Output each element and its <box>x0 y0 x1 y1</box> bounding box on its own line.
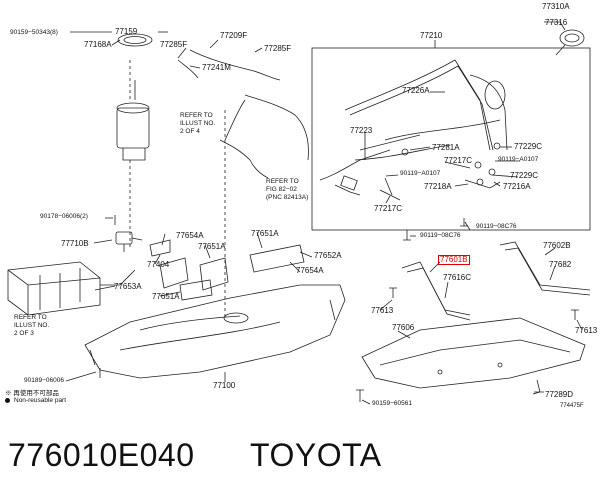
bolt-icons <box>99 215 579 402</box>
label-90159-60561[interactable]: 90159−60561 <box>372 400 412 407</box>
label-77209F[interactable]: 77209F <box>220 31 248 40</box>
label-77310A[interactable]: 77310A <box>542 2 570 11</box>
label-77651A-a[interactable]: 77651A <box>198 242 226 251</box>
label-77651A-b[interactable]: 77651A <box>251 229 279 238</box>
refer-note-fig: REFER TO FIG 82−02 (PNC 82413A) <box>266 178 308 202</box>
footer-brand: TOYOTA <box>250 437 382 473</box>
label-77710B[interactable]: 77710B <box>61 239 89 248</box>
refer-note-fig-line1: REFER TO <box>266 178 299 185</box>
legend-dot-icon <box>5 397 10 403</box>
label-77217C-a[interactable]: 77217C <box>444 156 473 165</box>
label-90119-A0107-a[interactable]: 90119−A0107 <box>498 156 539 163</box>
refer-note-pump-line3: 2 OF 4 <box>180 128 200 135</box>
label-90119-08C76-b[interactable]: 90119−08C76 <box>420 232 461 239</box>
label-77652A[interactable]: 77652A <box>314 251 342 260</box>
legend-nonreusable-text: Non-reusable part <box>14 397 67 404</box>
bracket-77404-icon <box>149 239 171 257</box>
label-77216A[interactable]: 77216A <box>503 182 531 191</box>
valve-icon <box>115 231 143 252</box>
label-77653A[interactable]: 77653A <box>114 282 142 291</box>
label-77223[interactable]: 77223 <box>350 126 373 135</box>
refer-note-canister-line2: ILLUST NO. <box>14 322 50 329</box>
legend-reusable-text: 再使用不可部品 <box>13 390 59 397</box>
label-77218A[interactable]: 77218A <box>424 182 452 191</box>
label-77229C-a[interactable]: 77229C <box>514 142 543 151</box>
label-77606[interactable]: 77606 <box>392 323 415 332</box>
label-77285F-a[interactable]: 77285F <box>160 40 188 49</box>
label-77316[interactable]: 77316 <box>545 18 568 27</box>
label-90119-08C76-a[interactable]: 90119−08C76 <box>476 223 517 230</box>
label-77241M[interactable]: 77241M <box>202 63 231 72</box>
hose-icon <box>319 149 391 196</box>
refer-note-canister-line1: REFER TO <box>14 314 47 321</box>
footer-part-number: 776010E040 <box>8 437 195 473</box>
label-77285F-b[interactable]: 77285F <box>264 44 292 53</box>
refer-note-fig-line2: FIG 82−02 <box>266 186 297 193</box>
legend-nonreusable: Non-reusable part <box>5 397 66 404</box>
label-77613-a[interactable]: 77613 <box>371 306 394 315</box>
refer-note-pump-line1: REFER TO <box>180 112 213 119</box>
label-77654A-b[interactable]: 77654A <box>296 266 324 275</box>
strap-77602B-icon <box>499 241 591 296</box>
label-77281A[interactable]: 77281A <box>432 143 460 152</box>
label-90189-06006[interactable]: 90189−06006 <box>24 377 64 384</box>
harness-icon <box>177 49 309 179</box>
label-77602B[interactable]: 77602B <box>543 241 571 250</box>
protector-icons <box>159 244 305 301</box>
label-77613-b[interactable]: 77613 <box>575 326 598 335</box>
fuel-tank-icon <box>84 284 346 379</box>
fuel-cap-icon <box>555 29 585 56</box>
label-90159-50343[interactable]: 90159−50343(8) <box>10 29 58 36</box>
filler-pipe-icon <box>344 59 508 161</box>
label-77651A-c[interactable]: 77651A <box>152 292 180 301</box>
fuel-pump-icon <box>116 33 153 161</box>
legend-marker: ※ <box>5 390 12 397</box>
label-90178-06006[interactable]: 90178−06006(2) <box>40 213 88 220</box>
legend-reusable: ※ 再使用不可部品 <box>5 387 59 397</box>
label-77100[interactable]: 77100 <box>213 381 236 390</box>
label-77168A[interactable]: 77168A <box>84 40 112 49</box>
label-77616C[interactable]: 77616C <box>443 273 472 282</box>
refer-note-pump: REFER TO ILLUST NO. 2 OF 4 <box>180 112 215 136</box>
refer-note-canister: REFER TO ILLUST NO. 2 OF 3 <box>14 314 49 338</box>
label-77229C-b[interactable]: 77229C <box>510 171 539 180</box>
module-box <box>311 47 591 231</box>
label-77226A[interactable]: 77226A <box>402 86 430 95</box>
canister-icon <box>7 261 136 316</box>
label-77682[interactable]: 77682 <box>549 260 572 269</box>
label-77159[interactable]: 77159 <box>115 27 138 36</box>
label-77654A-a[interactable]: 77654A <box>176 231 204 240</box>
label-77404[interactable]: 77404 <box>147 260 170 269</box>
undercover-icon <box>361 317 586 389</box>
label-77289D[interactable]: 77289D <box>545 390 574 399</box>
figure-id: 774475F <box>560 403 584 409</box>
label-77601B[interactable]: 77601B <box>438 255 470 265</box>
label-90119-A0107-b[interactable]: 90119−A0107 <box>400 170 441 177</box>
label-77217C-b[interactable]: 77217C <box>374 204 403 213</box>
leader-lines <box>65 21 583 405</box>
refer-note-pump-line2: ILLUST NO. <box>180 120 216 127</box>
refer-note-fig-line3: (PNC 82413A) <box>266 194 309 201</box>
refer-note-canister-line3: 2 OF 3 <box>14 330 34 337</box>
label-77210[interactable]: 77210 <box>420 31 443 40</box>
strap-77601B-icon <box>401 261 471 321</box>
